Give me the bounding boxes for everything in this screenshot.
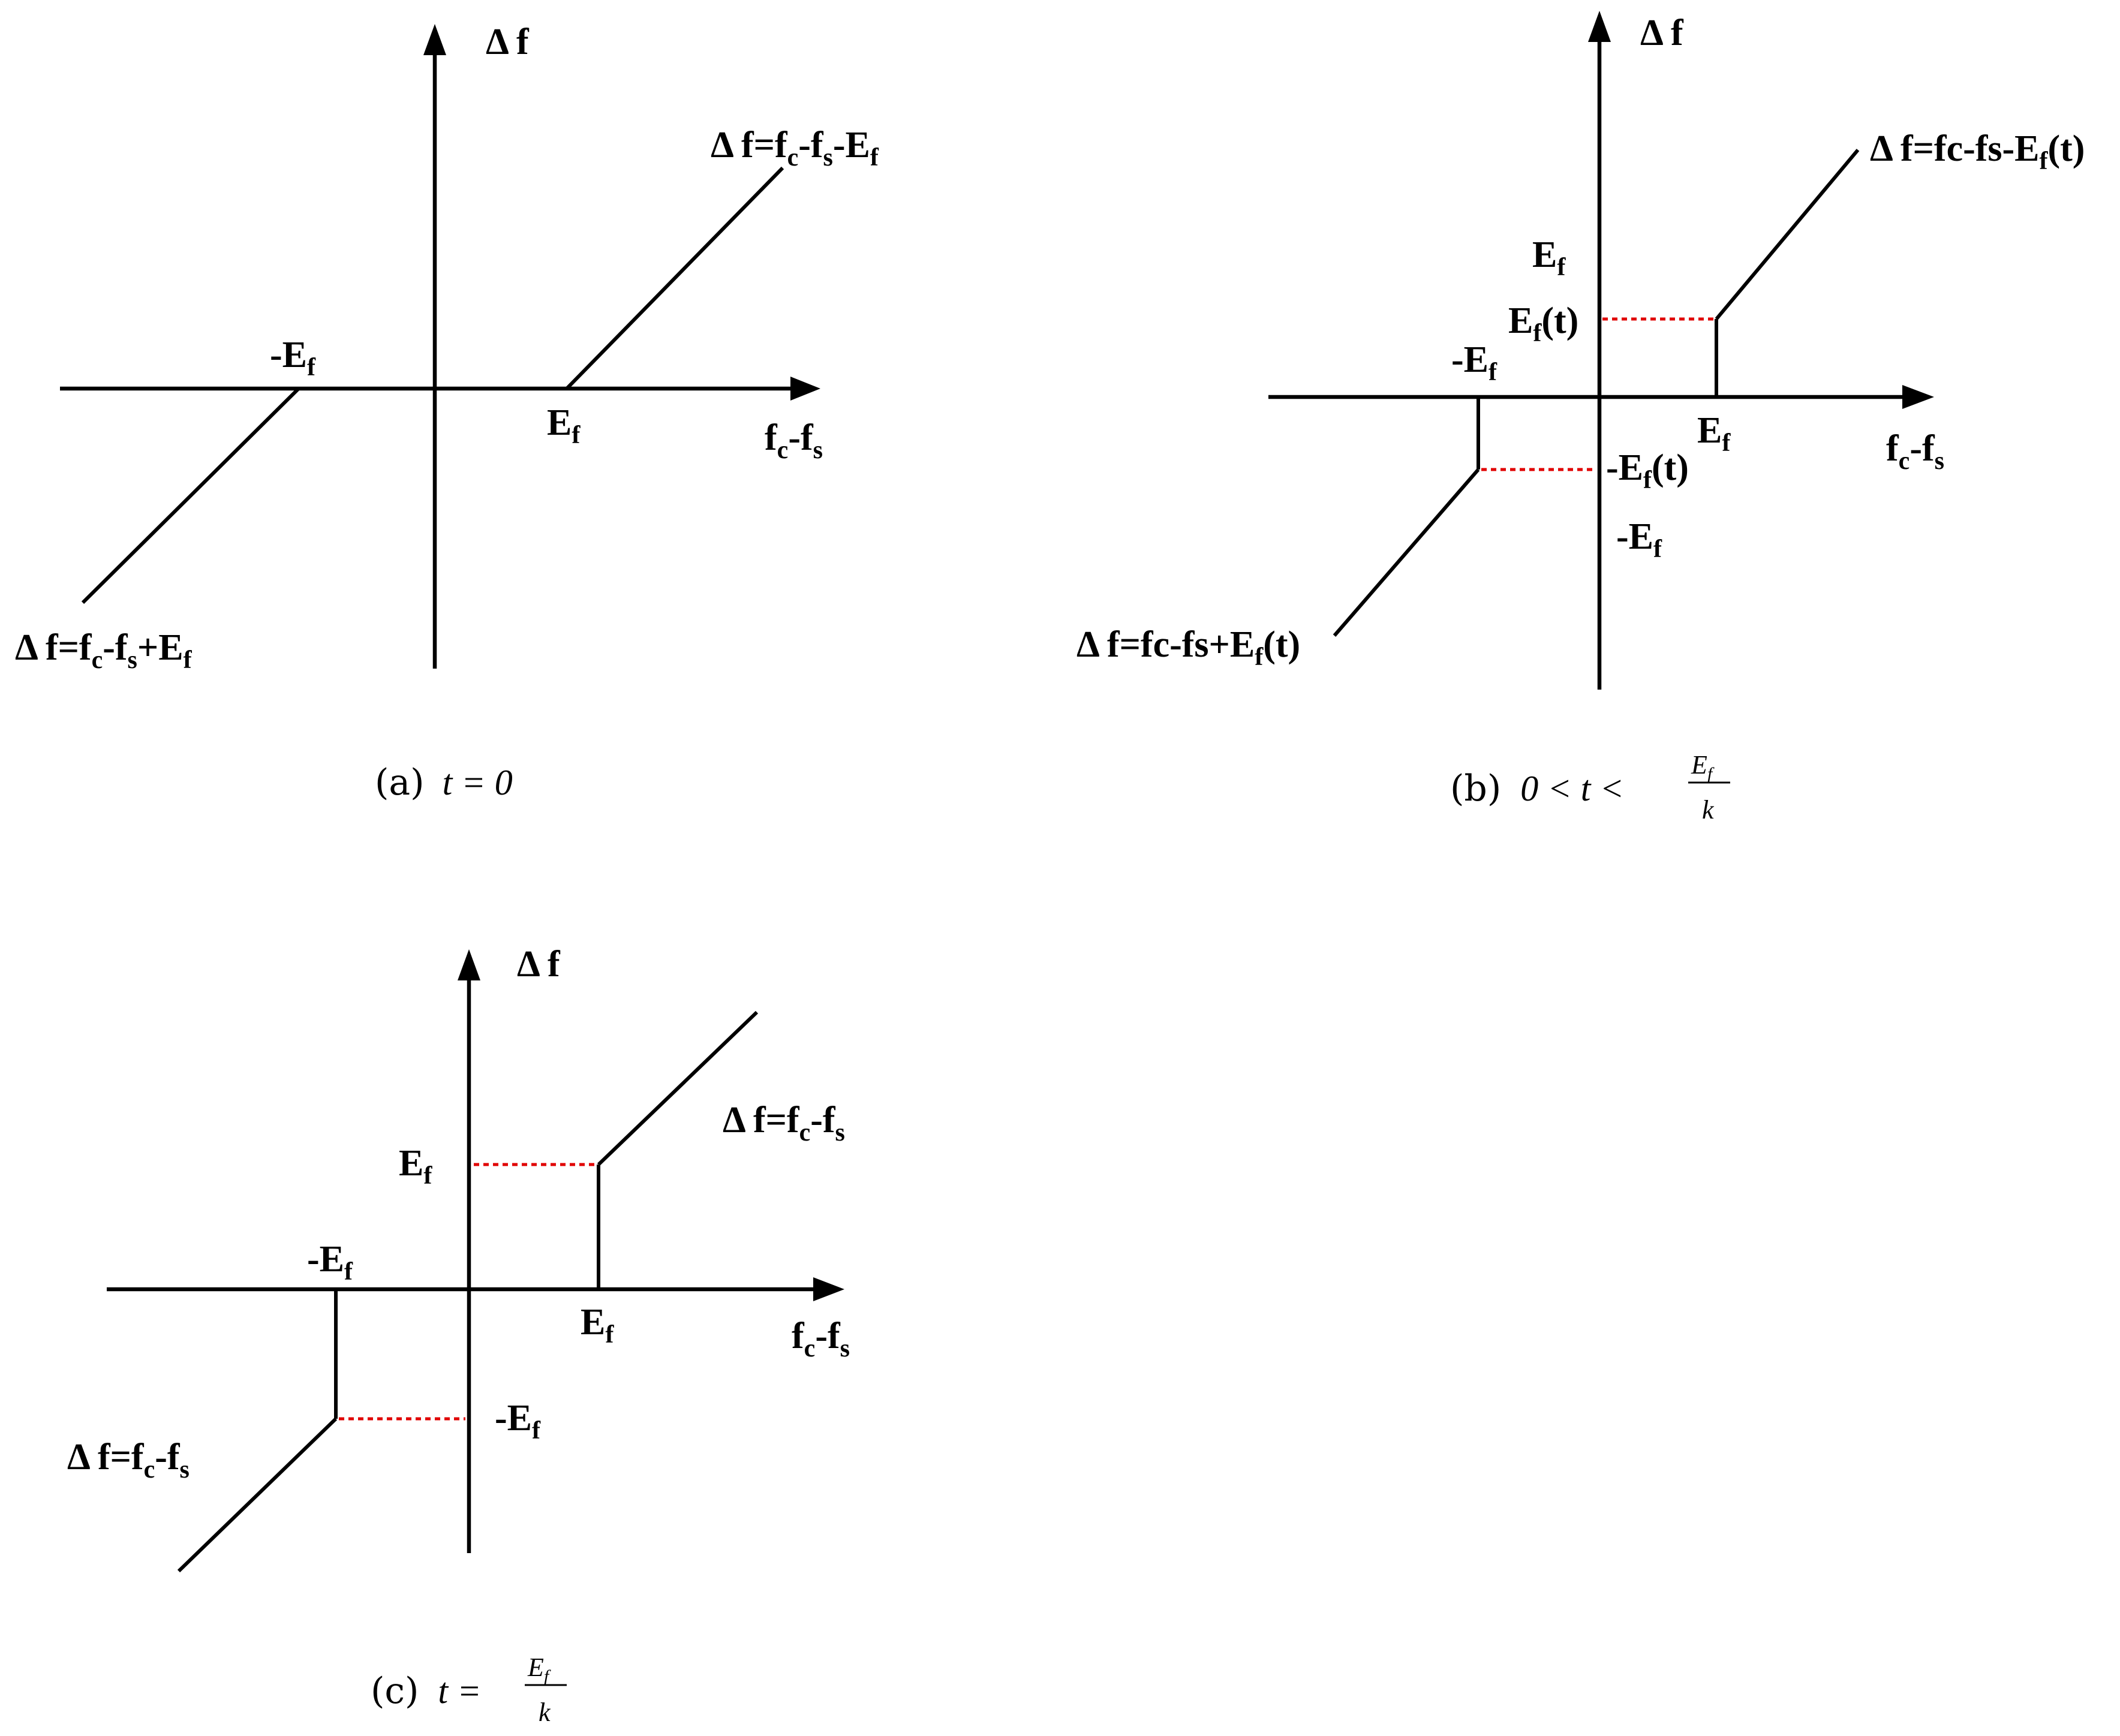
svg-text:k: k (539, 1698, 551, 1727)
panel-b-line-lower (1333, 468, 1480, 637)
panel-b-upper-eq: Δ f=fc-fs-Ef(t) (1870, 128, 2085, 175)
panel-c-x-axis-arrow (813, 1277, 844, 1301)
panel-c-upper-eq: Δ f=fc-fs (723, 1100, 845, 1147)
panel-b-lower-eq: Δ f=fc-fs+Ef(t) (1076, 624, 1300, 671)
panel-b-caption: (b)0 < t < Ef k (1450, 750, 1730, 825)
panel-a-caption: (a)t = 0 (375, 762, 513, 804)
panel-b: Δ f fc-fs Ef Ef(t) -Ef Ef -Ef(t) -Ef Δ f… (1076, 11, 2085, 825)
panel-b-neg-eft-y-label: -Ef(t) (1606, 447, 1689, 494)
panel-c-line-lower (177, 1417, 338, 1573)
panel-a-line-lower (81, 387, 300, 604)
panel-a: Δ f fc-fs -Ef Ef Δ f=fc-fs-Ef Δ f=fc-fs+… (15, 22, 879, 804)
panel-c-ef-x-label: Ef (581, 1302, 614, 1349)
panel-c-x-axis-label: fc-fs (792, 1316, 850, 1362)
panel-c-lower-eq: Δ f=fc-fs (67, 1437, 190, 1484)
panel-b-eft-y-label: Ef(t) (1508, 300, 1578, 347)
panel-b-y-axis-arrow (1588, 11, 1611, 42)
panel-a-ef-label: Ef (547, 402, 581, 449)
panel-c: Δ f fc-fs Ef -Ef Ef -Ef Δ f=fc-fs Δ f=fc… (67, 944, 850, 1727)
panel-c-neg-ef-x-label: -Ef (307, 1239, 353, 1286)
panel-c-y-axis-arrow (458, 949, 480, 980)
panel-b-ef-y-label: Ef (1532, 234, 1566, 281)
panel-c-caption: (c)t = Ef k (371, 1653, 567, 1727)
panel-a-x-axis-arrow (790, 377, 820, 401)
panel-a-line-upper (565, 166, 784, 390)
svg-text:k: k (1702, 795, 1715, 825)
panel-b-ef-x-label: Ef (1697, 410, 1731, 457)
panel-b-line-upper (1715, 149, 1860, 320)
panel-b-neg-ef-y-label: -Ef (1616, 516, 1662, 563)
panel-c-line-upper (597, 1010, 759, 1166)
svg-text:Ef: Ef (1691, 750, 1715, 784)
panel-b-x-axis-arrow (1902, 385, 1934, 409)
panel-b-x-axis-label: fc-fs (1886, 428, 1944, 475)
svg-text:(b)0 < t <: (b)0 < t < (1450, 768, 1624, 810)
panel-a-lower-eq: Δ f=fc-fs+Ef (15, 627, 193, 674)
panel-a-upper-eq: Δ f=fc-fs-Ef (711, 125, 879, 172)
panel-a-neg-ef-label: -Ef (270, 335, 316, 381)
svg-text:Ef: Ef (527, 1653, 551, 1686)
panel-a-x-axis-label: fc-fs (765, 417, 823, 464)
svg-text:(c)t =: (c)t = (371, 1670, 482, 1712)
panel-b-y-axis-label: Δ f (1640, 13, 1684, 53)
panel-a-y-axis-arrow (423, 24, 446, 55)
panel-b-neg-ef-x-label: -Ef (1451, 339, 1497, 386)
panel-a-y-axis-label: Δ f (486, 22, 530, 62)
panel-c-neg-ef-y-label: -Ef (495, 1398, 541, 1445)
panel-c-ef-y-label: Ef (399, 1143, 432, 1190)
panel-c-y-axis-label: Δ f (517, 944, 561, 985)
